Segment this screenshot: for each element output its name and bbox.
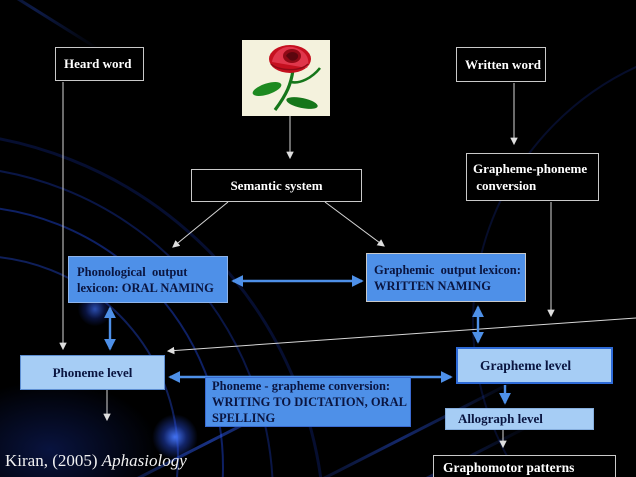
graphemic-output-lexicon-box: Graphemic output lexicon: WRITTEN NAMING — [366, 253, 526, 302]
grapheme-level-label: Grapheme level — [480, 357, 572, 373]
phoneme-grapheme-conversion-line3: SPELLING — [212, 411, 276, 425]
rose-image — [242, 40, 330, 116]
phoneme-level-box: Phoneme level — [20, 355, 165, 390]
phonological-output-lexicon-line1: Phonological output — [77, 264, 188, 279]
graphemic-output-lexicon-line1: Graphemic output lexicon: — [374, 262, 521, 277]
grapheme-phoneme-conversion-line1: Grapheme-phoneme — [473, 161, 588, 176]
allograph-level-box: Allograph level — [445, 408, 594, 430]
graphemic-output-lexicon-line2: WRITTEN NAMING — [374, 278, 492, 293]
arrow-semantic-to-graphemic — [324, 201, 385, 247]
background-streak — [0, 0, 100, 51]
grapheme-level-box: Grapheme level — [456, 347, 613, 384]
grapheme-phoneme-conversion-line2: conversion — [473, 178, 537, 193]
phoneme-grapheme-conversion-line2: WRITING TO DICTATION, ORAL — [212, 395, 407, 409]
written-word-label: Written word — [465, 56, 541, 72]
arrow-semantic-to-phonological — [172, 201, 229, 248]
phonological-output-lexicon-box: Phonological output lexicon: ORAL NAMING — [68, 256, 228, 303]
written-word-box: Written word — [456, 47, 546, 82]
semantic-system-box: Semantic system — [191, 169, 362, 202]
graphomotor-patterns-box: Graphomotor patterns — [433, 455, 616, 477]
phoneme-level-label: Phoneme level — [52, 364, 133, 380]
background-swoosh-arc — [0, 205, 224, 477]
phoneme-grapheme-conversion-box: Phoneme - grapheme conversion: WRITING T… — [205, 377, 411, 427]
background-swoosh-arc — [0, 165, 274, 477]
graphomotor-patterns-label: Graphomotor patterns — [443, 460, 575, 475]
phoneme-grapheme-conversion-line1: Phoneme - grapheme conversion: — [212, 379, 391, 393]
citation-journal: Aphasiology — [101, 451, 187, 470]
allograph-level-label: Allograph level — [458, 411, 543, 426]
heard-word-label: Heard word — [64, 56, 132, 71]
citation-author-year: Kiran, (2005) — [5, 451, 102, 470]
phonological-output-lexicon-line2: lexicon: ORAL NAMING — [77, 280, 214, 295]
citation: Kiran, (2005) Aphasiology — [5, 451, 187, 471]
semantic-system-label: Semantic system — [230, 177, 323, 193]
heard-word-box: Heard word — [55, 47, 144, 81]
grapheme-phoneme-conversion-box: Grapheme-phoneme conversion — [466, 153, 599, 201]
